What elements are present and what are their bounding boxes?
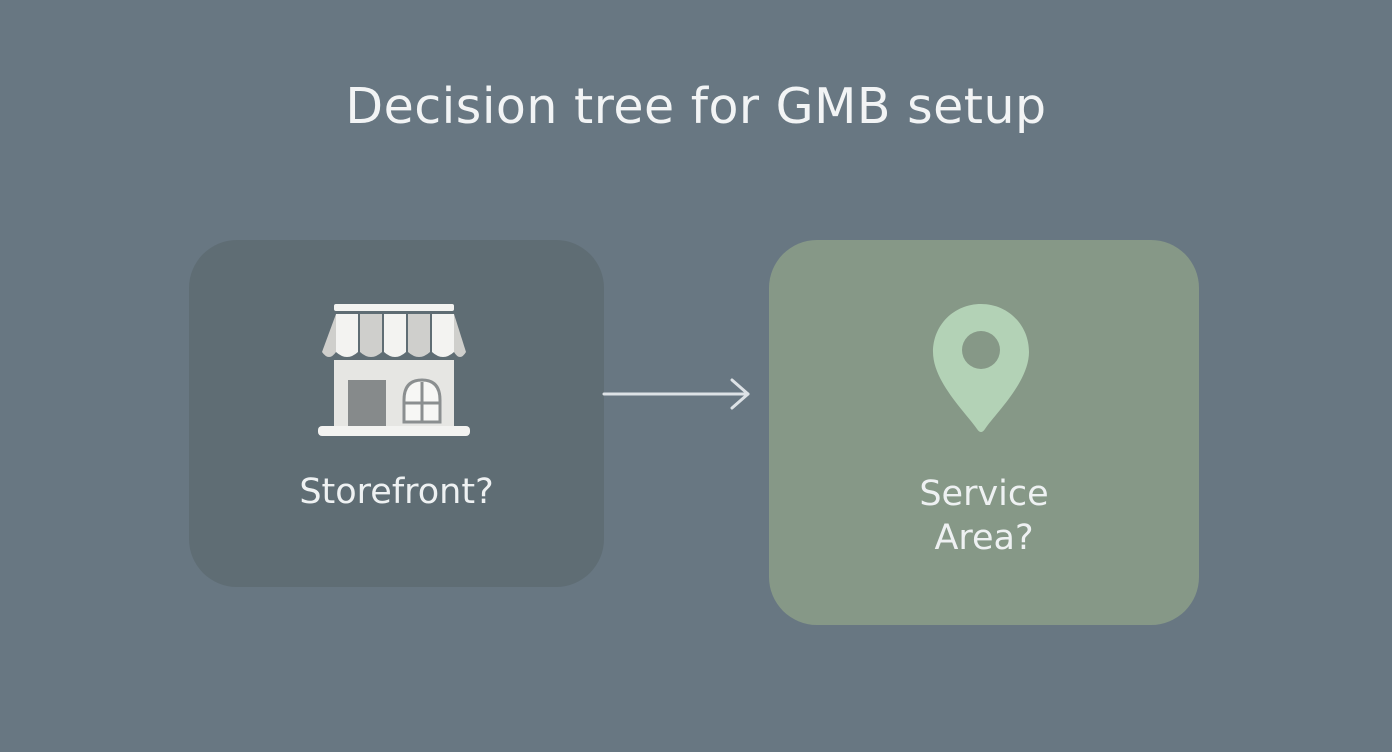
- diagram-title: Decision tree for GMB setup: [345, 78, 1047, 135]
- service-area-label-line1: Service: [919, 474, 1049, 514]
- service-area-label-line2: Area?: [934, 518, 1034, 558]
- storefront-icon: [316, 302, 472, 440]
- arrow-connector: [602, 378, 750, 410]
- service-area-label: Service Area?: [769, 472, 1199, 560]
- storefront-label: Storefront?: [299, 472, 494, 512]
- map-pin-icon: [931, 302, 1031, 436]
- service-area-node: Service Area?: [769, 240, 1199, 625]
- storefront-node: Storefront?: [189, 240, 604, 587]
